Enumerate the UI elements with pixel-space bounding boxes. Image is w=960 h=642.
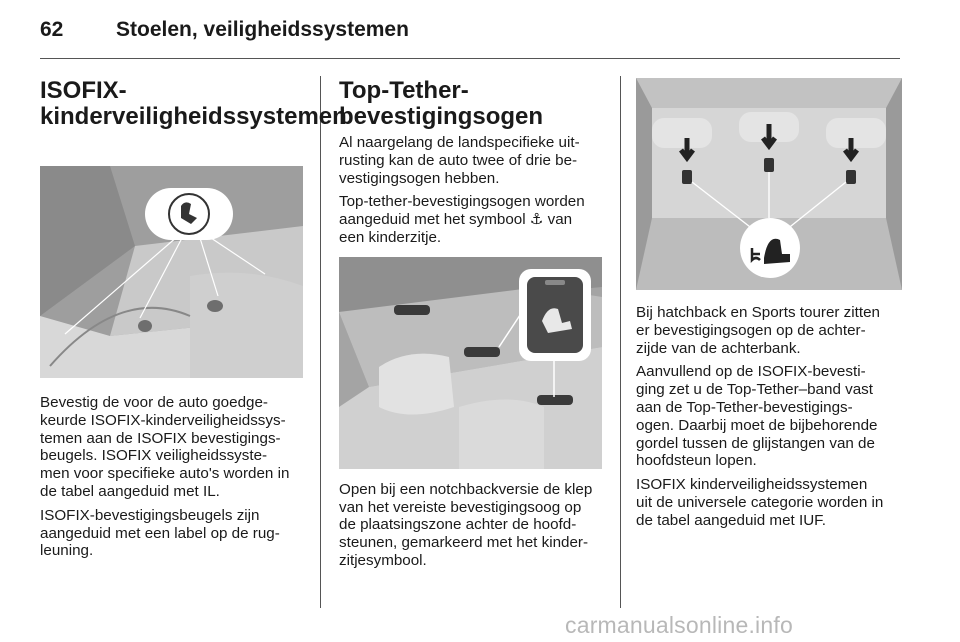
column-divider [320, 76, 321, 608]
hatchback-anchor-figure [636, 78, 902, 290]
figure-caption: Open bij een notchbackversie de klep van… [339, 480, 593, 569]
header-rule [40, 58, 900, 59]
column-hatchback: Bij hatchback en Sports tourer zitten er… [636, 78, 902, 536]
paragraph: Top-tether-bevestigingsogen worden aange… [339, 193, 585, 246]
column-top-tether: Top-Tether- bevestigingsogen Al naargela… [339, 78, 605, 576]
page-number: 62 [40, 18, 64, 41]
section-heading-top-tether: Top-Tether- bevestigingsogen [339, 77, 544, 130]
paragraph: ISOFIX kinderveiligheidssystemen uit de … [636, 476, 884, 529]
paragraph: Bij hatchback en Sports tourer zitten er… [636, 304, 880, 357]
running-title: Stoelen, veiligheidssystemen [116, 18, 409, 41]
paragraph: ISOFIX-bevestigingsbeugels zijn aangedui… [40, 506, 280, 560]
column-isofix: ISOFIX- kinderveiligheidssystemen Bevest… [40, 77, 347, 566]
paragraph: Aanvullend op de ISOFIX-bevesti- ging ze… [636, 363, 878, 470]
section-heading-isofix: ISOFIX- kinderveiligheidssystemen [40, 77, 347, 130]
paragraph: Al naargelang de landspecifieke uit- rus… [339, 134, 580, 187]
watermark: carmanualsonline.info [565, 612, 793, 638]
isofix-seat-figure [40, 166, 303, 378]
column-divider [620, 76, 621, 608]
notchback-anchor-figure [339, 256, 602, 469]
paragraph: Bevestig de voor de auto goedge- keurde … [40, 394, 290, 500]
